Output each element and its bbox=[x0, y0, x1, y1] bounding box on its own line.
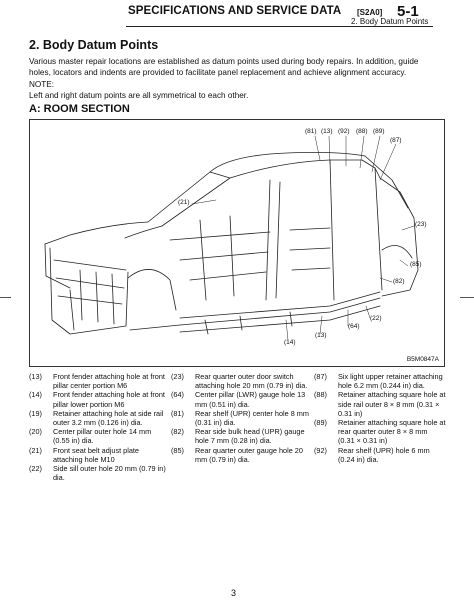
legend-item: (13)Front fender attaching hole at front… bbox=[29, 372, 165, 391]
callout-13-bottom: (13) bbox=[315, 332, 327, 339]
note-text: Left and right datum points are all symm… bbox=[29, 91, 249, 100]
legend-column-1: (13)Front fender attaching hole at front… bbox=[29, 372, 167, 482]
legend-item: (82)Rear side bulk head (UPR) gauge hole… bbox=[171, 427, 305, 446]
legend-item: (20)Center pillar outer hole 14 mm (0.55… bbox=[29, 427, 152, 446]
callout-87: (87) bbox=[390, 137, 402, 144]
legend-item: (22)Side sill outer hole 20 mm (0.79 in)… bbox=[29, 464, 166, 483]
callout-64: (64) bbox=[348, 323, 360, 330]
legend-item: (92)Rear shelf (UPR) hole 6 mm (0.24 in)… bbox=[314, 445, 430, 464]
intro-paragraph: Various master repair locations are esta… bbox=[29, 57, 419, 77]
margin-mark-left bbox=[0, 297, 11, 298]
legend-item: (21)Front seat belt adjust plate attachi… bbox=[29, 445, 139, 464]
callout-82: (82) bbox=[393, 278, 405, 285]
figure-code: B5M0847A bbox=[406, 356, 439, 363]
body-datum-figure: (81) (13) (92) (88) (89) (87) (21) (23) … bbox=[29, 119, 445, 367]
callout-14: (14) bbox=[284, 339, 296, 346]
callout-21: (21) bbox=[178, 199, 190, 206]
header-divider bbox=[126, 26, 433, 27]
page-number: 3 bbox=[231, 588, 237, 598]
callout-22: (22) bbox=[370, 315, 382, 322]
header-title: SPECIFICATIONS AND SERVICE DATA bbox=[128, 5, 342, 17]
callout-92: (92) bbox=[338, 128, 350, 135]
section-heading: 2. Body Datum Points bbox=[29, 38, 159, 52]
legend-item: (23)Rear quarter outer door switch attac… bbox=[171, 372, 308, 391]
legend-item: (14)Front fender attaching hole at front… bbox=[29, 390, 165, 409]
callout-88: (88) bbox=[356, 128, 368, 135]
legend-item: (64)Center pillar (LWR) gauge hole 13 mm… bbox=[171, 390, 306, 409]
legend-item: (81)Rear shelf (UPR) center hole 8 mm (0… bbox=[171, 408, 309, 428]
callout-81: (81) bbox=[305, 128, 317, 135]
callout-85: (85) bbox=[410, 261, 422, 268]
header-subtitle: 2. Body Datum Points bbox=[351, 17, 429, 26]
callout-89: (89) bbox=[373, 128, 385, 135]
legend-column-2: (23)Rear quarter outer door switch attac… bbox=[171, 372, 311, 464]
subsection-heading: A: ROOM SECTION bbox=[29, 103, 130, 115]
legend-item: (85)Rear quarter outer gauge hole 20 mm … bbox=[171, 445, 303, 464]
callout-13-top: (13) bbox=[321, 128, 333, 135]
note-label: NOTE: bbox=[29, 80, 55, 89]
margin-mark-right bbox=[460, 297, 474, 298]
legend-item: (88)Retainer attaching square hole at si… bbox=[314, 390, 446, 418]
legend-item: (19)Retainer attaching hole at side rail… bbox=[29, 408, 164, 428]
header-page-number: 5-1 bbox=[397, 3, 419, 20]
legend-item: (87)Six light upper retainer attaching h… bbox=[314, 372, 443, 391]
callout-23: (23) bbox=[415, 221, 427, 228]
legend-item: (89)Retainer attaching square hole at re… bbox=[314, 418, 446, 446]
car-body-illustration bbox=[44, 135, 419, 341]
header-code: [S2A0] bbox=[357, 8, 383, 17]
legend-column-3: (87)Six light upper retainer attaching h… bbox=[314, 372, 446, 464]
